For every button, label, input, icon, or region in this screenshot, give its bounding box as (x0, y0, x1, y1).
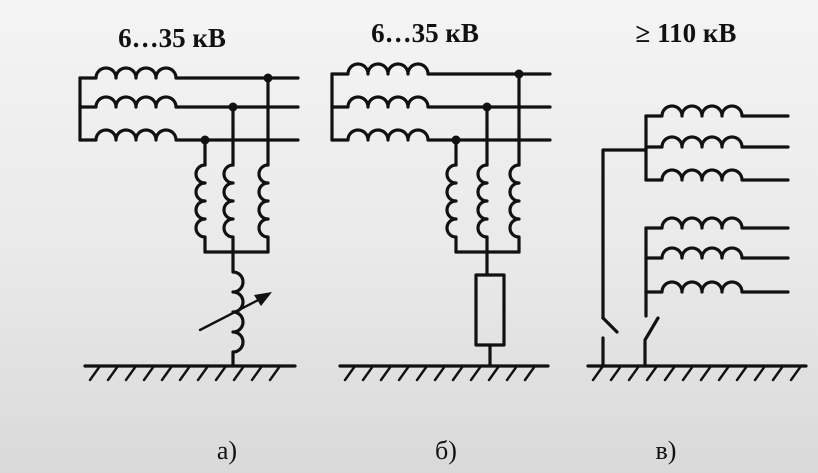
winding-a-2 (78, 95, 300, 109)
header-a: 6…35 кВ (118, 23, 226, 53)
grounding-coil-b-3 (508, 163, 521, 254)
ground-hatch-a (88, 364, 282, 382)
grounding-resistor (474, 273, 506, 347)
winding-b-2 (330, 95, 552, 109)
grounding-coil-a-3 (257, 163, 270, 254)
scheme-a (78, 66, 300, 382)
disconnector-2 (643, 316, 660, 342)
caption-a: а) (217, 436, 237, 465)
adjust-arrow (198, 293, 270, 332)
header-c: ≥ 110 кВ (636, 18, 737, 48)
caption-b: б) (435, 436, 457, 465)
grounding-coil-b-1 (445, 163, 458, 254)
disconnector-1 (601, 316, 619, 334)
winding-a-3 (78, 128, 300, 142)
ground-hatch-b (343, 364, 537, 382)
grounding-coil-a-2 (222, 163, 235, 254)
winding-b-3 (330, 128, 552, 142)
ground-hatch-c (591, 364, 803, 382)
winding-b-1 (330, 62, 552, 76)
grounding-coil-a-1 (194, 163, 207, 254)
grounding-coil-b-2 (476, 163, 489, 254)
header-b: 6…35 кВ (371, 18, 479, 48)
scheme-b (330, 62, 552, 382)
scheme-c (586, 104, 808, 382)
winding-a-1 (78, 66, 300, 80)
caption-c: в) (656, 436, 677, 465)
